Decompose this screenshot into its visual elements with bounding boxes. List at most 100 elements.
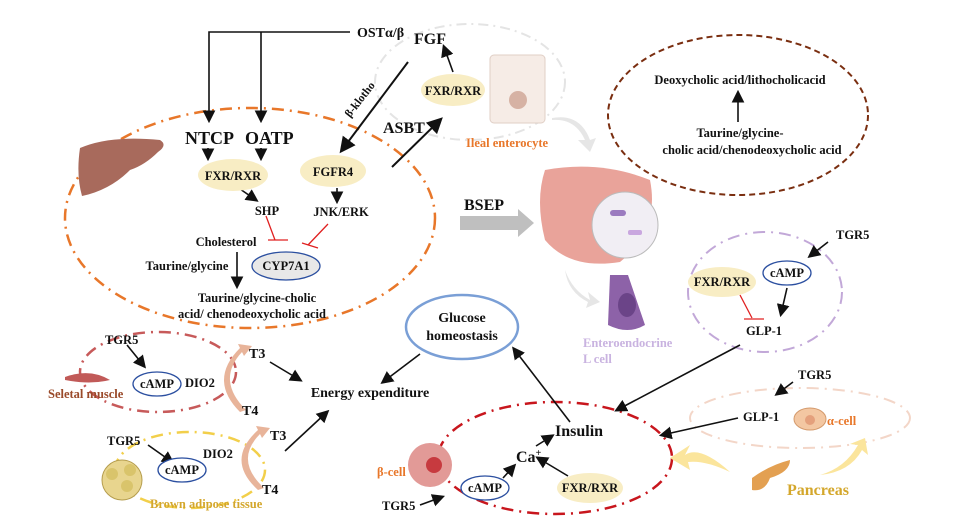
ileal-ring: [374, 23, 566, 141]
gut-curved-arrow-2: [565, 270, 600, 308]
camp-ca-arrow: [502, 463, 517, 479]
adipose-image: [101, 459, 143, 501]
colon-line-3: cholic acid/chenodeoxycholic acid: [662, 143, 841, 157]
muscle-dio2-label: DIO2: [185, 376, 215, 390]
ileal-fxr-label: FXR/RXR: [425, 84, 482, 98]
bat-tgr5-arrow: [147, 444, 175, 464]
camp-glp1-arrow: [776, 287, 790, 318]
fgf-to-fgfr4-arrow: [339, 61, 409, 154]
alpha-tgr5-label: TGR5: [798, 368, 831, 382]
fxr-nodes: [198, 74, 756, 503]
glucose-line-1: Glucose: [438, 311, 485, 326]
product-label-1: Taurine/glycine-cholic: [198, 291, 317, 305]
jnk-inhibit: [301, 223, 329, 249]
muscle-ring: [78, 330, 238, 414]
liver-image: [78, 138, 164, 196]
bat-dio2-label: DIO2: [203, 447, 233, 461]
liver-ring: [63, 106, 437, 330]
alpha-tgr5-arrow: [774, 381, 794, 396]
taurine-glycine-label: Taurine/glycine: [146, 259, 229, 273]
bsep-label: BSEP: [464, 197, 504, 214]
product-label-2: acid/ chenodeoxycholic acid: [178, 307, 326, 321]
glp1-insulin-arrow: [614, 344, 741, 412]
jnk-erk-label: JNK/ERK: [313, 205, 369, 219]
bat-t-arrow: [241, 426, 270, 490]
intestine-image: [540, 166, 659, 264]
muscle-tgr5-arrow: [126, 344, 147, 369]
enteroendocrine-label: Enteroendocrine: [583, 336, 673, 350]
energy-expenditure-label: Energy expenditure: [311, 386, 429, 401]
muscle-camp-label: cAMP: [140, 377, 174, 391]
bat-t4-label: T4: [262, 483, 278, 498]
muscle-label: Seletal muscle: [48, 387, 124, 401]
pancreas-label: Pancreas: [787, 482, 849, 499]
bat-label: Brown adipose tissue: [150, 497, 263, 511]
lcell-ring: [687, 231, 843, 353]
pancreas-image: [752, 460, 790, 491]
l-cell-label: L cell: [583, 352, 612, 366]
cyp7a1-label: CYP7A1: [262, 259, 309, 273]
alpha-glp1-arrow: [658, 417, 739, 440]
shp-label: SHP: [255, 204, 280, 218]
lcell-glp1-label: GLP-1: [746, 324, 782, 338]
beta-fxr-label: FXR/RXR: [562, 481, 619, 495]
alpha-cell-label: α-cell: [827, 414, 857, 428]
ileal-enterocyte-label: Ileal enterocyte: [466, 136, 548, 150]
oatp-label: OATP: [245, 128, 294, 148]
glucose-line-2: homeostasis: [426, 329, 498, 344]
insulin-label: Insulin: [555, 423, 603, 440]
lcell-tgr5-arrow: [807, 241, 829, 258]
alpha-ring: [689, 387, 911, 449]
gut-curved-arrow-1: [552, 117, 596, 152]
alpha-glp1-label: GLP-1: [743, 410, 779, 424]
fxr-shp-arrow: [239, 188, 259, 202]
insulin-glucose-arrow: [512, 346, 571, 423]
bat-t3-energy-arrow: [284, 409, 330, 452]
colon-line-2: Taurine/glycine-: [696, 126, 783, 140]
beta-klotho-label: β-klotho: [343, 80, 378, 120]
fgf-label: FGF: [414, 31, 446, 48]
pancreas-arrow-left: [670, 445, 730, 472]
lcell-fxr-inhibit: [739, 294, 764, 320]
bat-t3-label: T3: [270, 429, 286, 444]
beta-tgr5-label: TGR5: [382, 499, 415, 513]
asbt-label: ASBT: [383, 120, 425, 137]
lcell-tgr5-label: TGR5: [836, 228, 869, 242]
muscle-t3-energy-arrow: [269, 361, 303, 382]
shp-inhibit: [265, 215, 288, 241]
liver-fxr-label: FXR/RXR: [205, 169, 262, 183]
bat-tgr5-label: TGR5: [107, 434, 140, 448]
muscle-t3-label: T3: [249, 347, 265, 362]
ileal-enterocyte-image: [489, 54, 546, 124]
camp-nodes: [132, 251, 812, 501]
calcium-superscript: +: [536, 448, 542, 459]
asbt-arrow: [391, 117, 443, 168]
ca-insulin-arrow: [535, 434, 555, 447]
fxr-to-fgf-arrow: [441, 43, 454, 73]
beta-tgr5-arrow: [419, 494, 446, 507]
pancreas-arrow-right: [820, 438, 868, 475]
ntcp-label: NTCP: [185, 128, 234, 148]
muscle-tgr5-label: TGR5: [105, 333, 138, 347]
ost-line: [202, 31, 350, 124]
beta-cell-image: [408, 443, 452, 487]
muscle-t-arrow: [224, 344, 252, 412]
fxr-ca-arrow: [535, 456, 569, 477]
alpha-cell-image: [793, 407, 827, 431]
muscle-t4-label: T4: [242, 404, 258, 419]
lcell-camp-label: cAMP: [770, 266, 804, 280]
bsep-arrow: [460, 209, 534, 237]
l-cell-nucleus: [618, 293, 636, 317]
glucose-ellipse: [404, 293, 520, 361]
bat-camp-label: cAMP: [165, 463, 199, 477]
glucose-energy-arrow: [380, 353, 421, 384]
ost-label: OSTα/β: [357, 26, 404, 41]
muscle-image: [65, 373, 110, 383]
beta-cell-label: β-cell: [377, 465, 406, 479]
calcium-text: Ca: [516, 449, 536, 466]
calcium-label: Ca+: [516, 448, 542, 466]
beta-camp-label: cAMP: [468, 481, 502, 495]
fgfr4-label: FGFR4: [313, 165, 354, 179]
